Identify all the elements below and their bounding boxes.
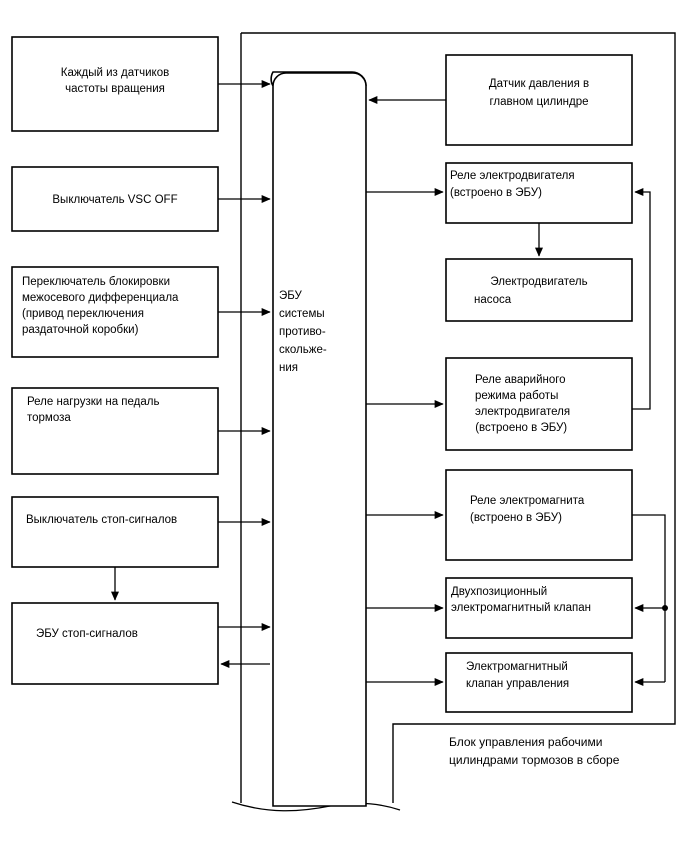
output-box-motor-fail-safe-relay[interactable]: Реле аварийного режима работы электродви…	[445, 357, 633, 451]
ecu-label-line-0: ЭБУ	[279, 290, 303, 302]
output-label-two-position-line-1: электромагнитный клапан	[451, 602, 591, 614]
input-box-stop-lamp-switch[interactable]: Выключатель стоп-сигналов	[11, 496, 219, 568]
output-box-motor-relay[interactable]: Реле электродвигателя (встроено в ЭБУ)	[445, 162, 633, 224]
input-box-speed-sensors[interactable]: Каждый из датчиков частоты вращения	[11, 36, 219, 132]
ecu-anti-skid-outline	[272, 72, 367, 87]
caption-line-0: Блок управления рабочими	[449, 735, 602, 749]
input-label-speed-sensors-line-0: Каждый из датчиков	[61, 67, 169, 79]
ecu-anti-skid-shape[interactable]	[270, 71, 367, 807]
input-label-center-diff-line-2: (привод переключения	[22, 308, 144, 320]
output-box-control-solenoid-valve[interactable]: Электромагнитный клапан управления	[445, 652, 633, 713]
output-label-fail-safe-line-1: режима работы	[475, 390, 558, 402]
connector-solenoid-relay-to-valves-trunk	[632, 514, 666, 682]
ecu-label-line-2: противо-	[279, 326, 326, 338]
input-label-center-diff-line-0: Переключатель блокировки	[22, 276, 170, 288]
output-label-fail-safe-line-3: (встроено в ЭБУ)	[472, 422, 567, 434]
output-label-solenoid-relay-line-0: Реле электромагнита	[470, 495, 585, 507]
output-label-fail-safe-line-0: Реле аварийного	[475, 374, 566, 386]
actuator-assembly-outline	[241, 32, 676, 803]
output-label-pressure-sensor-line-0: Датчик давления в	[489, 78, 589, 90]
output-box-solenoid-relay[interactable]: Реле электромагнита (встроено в ЭБУ)	[445, 469, 633, 561]
output-label-pump-motor-line-1: насоса	[474, 294, 512, 306]
input-box-center-diff-lock-switch[interactable]: Переключатель блокировки межосевого дифф…	[11, 266, 219, 358]
input-label-brake-pedal-line-0: Реле нагрузки на педаль	[27, 396, 159, 408]
input-label-center-diff-line-3: раздаточной коробки)	[22, 324, 139, 336]
output-box-pump-motor[interactable]: Электродвигатель насоса	[445, 258, 633, 322]
output-box-two-position-solenoid-valve[interactable]: Двухпозиционный электромагнитный клапан	[445, 577, 633, 639]
output-label-motor-relay-line-1: (встроено в ЭБУ)	[450, 187, 542, 199]
input-label-speed-sensors-line-1: частоты вращения	[65, 83, 165, 95]
output-label-control-valve-line-1: клапан управления	[466, 678, 569, 690]
input-label-vsc-off-switch-line-0: Выключатель VSC OFF	[52, 194, 177, 206]
ecu-label-line-1: системы	[279, 308, 325, 320]
input-box-vsc-off-switch[interactable]: Выключатель VSC OFF	[11, 166, 219, 232]
input-box-brake-pedal-load-relay[interactable]: Реле нагрузки на педаль тормоза	[11, 387, 219, 475]
caption-line-1: цилиндрами тормозов в сборе	[449, 753, 620, 767]
output-label-two-position-line-0: Двухпозиционный	[451, 586, 547, 598]
ecu-label-line-4: ния	[279, 362, 298, 374]
input-box-stop-lamp-ecu[interactable]: ЭБУ стоп-сигналов	[11, 602, 219, 685]
output-label-solenoid-relay-line-1: (встроено в ЭБУ)	[470, 512, 562, 524]
output-label-motor-relay-line-0: Реле электродвигателя	[450, 170, 575, 182]
output-box-master-cylinder-pressure-sensor[interactable]: Датчик давления в главном цилиндре	[445, 54, 633, 146]
input-label-center-diff-line-1: межосевого дифференциала	[22, 292, 179, 304]
ecu-label-line-3: скольже-	[279, 344, 327, 356]
input-label-brake-pedal-line-1: тормоза	[27, 412, 71, 424]
output-label-pressure-sensor-line-1: главном цилиндре	[489, 96, 588, 108]
output-label-fail-safe-line-2: электродвигателя	[475, 406, 570, 418]
output-label-control-valve-line-0: Электромагнитный	[466, 661, 568, 673]
input-label-stop-lamp-ecu-line-0: ЭБУ стоп-сигналов	[36, 628, 138, 640]
connector-fail-safe-relay-to-motor-relay	[632, 187, 651, 410]
output-label-pump-motor-line-0: Электродвигатель	[490, 276, 587, 288]
input-label-stop-lamp-switch-line-0: Выключатель стоп-сигналов	[26, 514, 177, 526]
junction-dot-solenoid-branch	[662, 605, 668, 611]
